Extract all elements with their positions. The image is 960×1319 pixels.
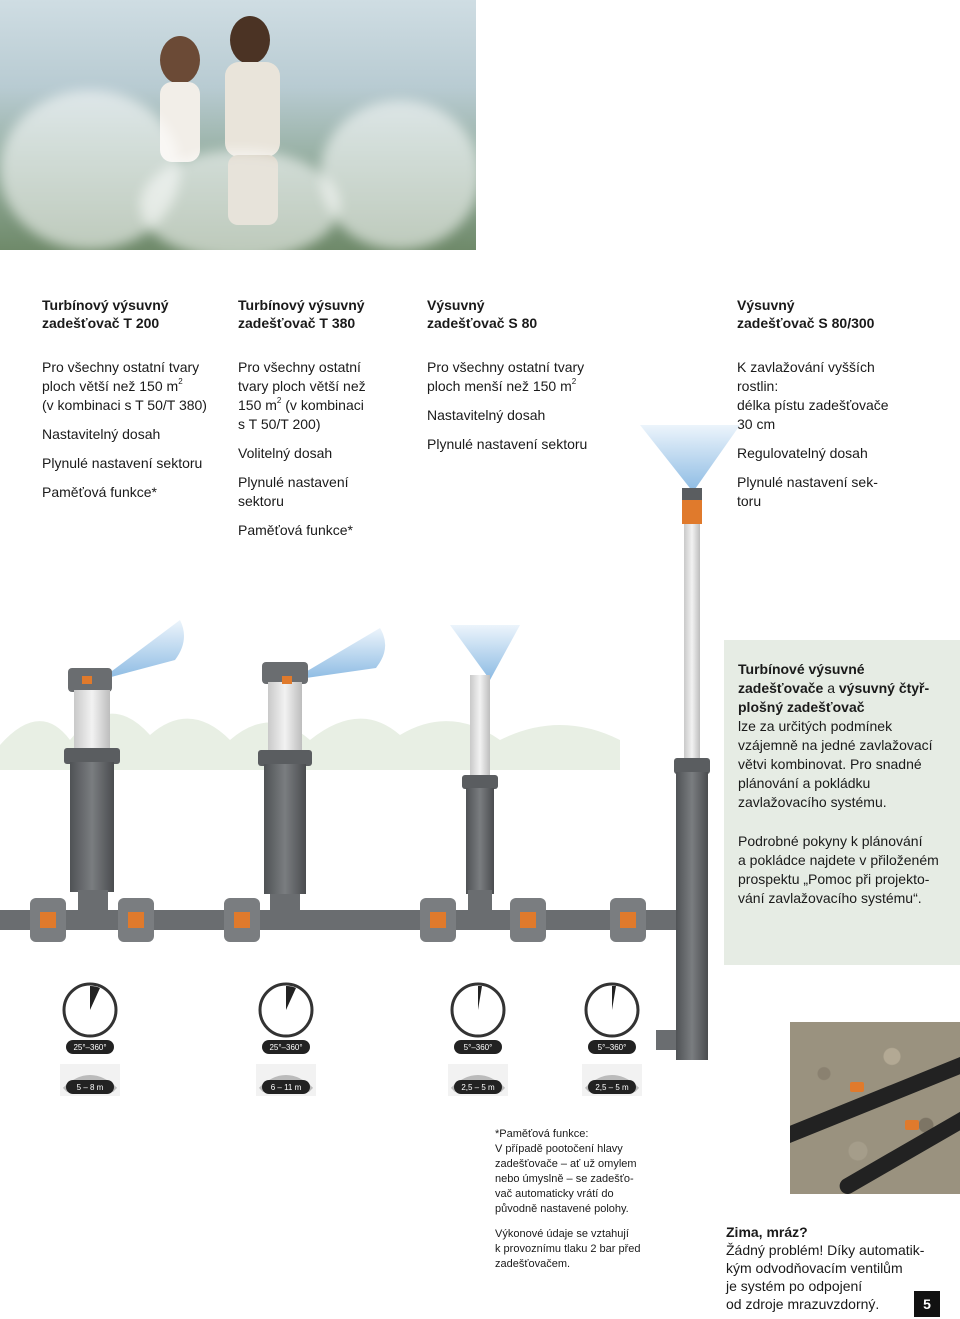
product-description: Pro všechny ostatní tvary ploch menší ne…	[427, 359, 585, 394]
combination-note-box: Turbínové výsuvné zadešťovače a výsuvný …	[724, 640, 960, 965]
spray-s80	[450, 625, 520, 680]
feature-item: Paměťová funkce*	[238, 522, 353, 538]
dial-group-2: 25°–360° 6 – 11 m	[256, 982, 316, 1096]
memory-function-footnote: *Paměťová funkce: V případě pootočení hl…	[495, 1128, 641, 1270]
svg-text:25°–360°: 25°–360°	[269, 1043, 302, 1052]
spray-t380	[292, 628, 386, 680]
svg-text:5 – 8 m: 5 – 8 m	[77, 1083, 104, 1092]
winter-note: Zima, mráz? Žádný problém! Díky automati…	[726, 1224, 925, 1312]
sprinkler-illustration: 25°–360° 5 – 8 m 25°–360° 6 – 11 m 5°–36…	[0, 425, 740, 1096]
product-description: K zavlažování vyšších rostlin: délka pís…	[737, 359, 889, 432]
sprinkler-t380	[258, 662, 312, 930]
svg-text:25°–360°: 25°–360°	[73, 1043, 106, 1052]
couple-silhouette	[160, 16, 280, 225]
svg-text:5°–360°: 5°–360°	[598, 1043, 627, 1052]
product-description: Pro všechny ostatní tvary ploch větší ne…	[42, 359, 207, 413]
spray-s80-300	[640, 425, 740, 492]
hero-photo	[0, 0, 476, 250]
grass	[0, 713, 620, 770]
feature-item: Regulovatelný dosah	[737, 445, 868, 461]
feature-item: Plynulé nastavení sektoru	[427, 436, 588, 452]
feature-item: Nastavitelný dosah	[427, 407, 546, 423]
supply-pipe	[0, 910, 700, 930]
page-number: 5	[914, 1291, 940, 1317]
dial-group-1: 25°–360° 5 – 8 m	[60, 982, 120, 1096]
feature-item: Plynulé nastavení sek-toru	[737, 474, 878, 509]
dial-group-4: 5°–360° 2,5 – 5 m	[582, 982, 642, 1096]
pipe-connectors	[30, 898, 646, 942]
svg-text:5°–360°: 5°–360°	[464, 1043, 493, 1052]
feature-item: Volitelný dosah	[238, 445, 333, 461]
planning-note: Podrobné pokyny k plánování a pokládce n…	[738, 833, 939, 906]
combination-note: Turbínové výsuvné zadešťovače a výsuvný …	[738, 661, 933, 810]
spray-t200	[100, 620, 184, 680]
feature-item: Nastavitelný dosah	[42, 426, 161, 442]
gravel-pipe-photo	[790, 1022, 960, 1194]
product-description: Pro všechny ostatní tvary ploch větší ne…	[238, 359, 366, 432]
svg-text:6 – 11 m: 6 – 11 m	[271, 1083, 302, 1092]
sprinkler-t200	[64, 668, 120, 910]
feature-item: Plynulé nastavení sektoru	[42, 455, 203, 471]
sprinkler-s80	[462, 675, 498, 910]
svg-text:2,5 – 5 m: 2,5 – 5 m	[595, 1083, 629, 1092]
svg-text:2,5 – 5 m: 2,5 – 5 m	[461, 1083, 495, 1092]
feature-item: Paměťová funkce*	[42, 484, 157, 500]
dial-group-3: 5°–360° 2,5 – 5 m	[448, 982, 508, 1096]
sprinkler-s80-300	[656, 488, 710, 1060]
